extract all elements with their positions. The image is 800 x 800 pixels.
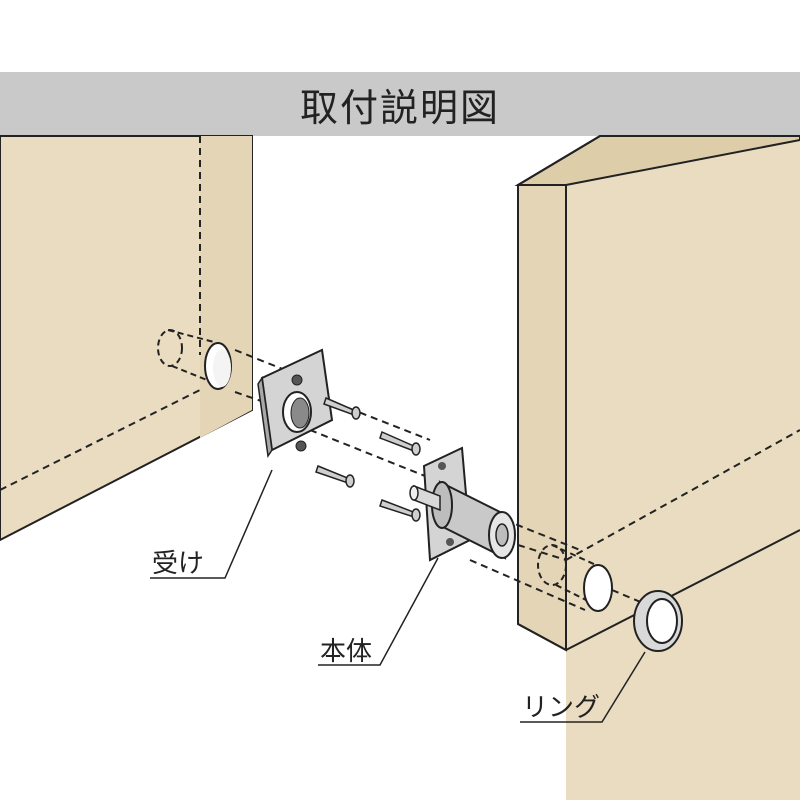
receiver-plate xyxy=(257,348,334,459)
label-body: 本体 xyxy=(320,637,372,667)
right-panel xyxy=(514,135,800,800)
title-bar: 取付説明図 xyxy=(0,72,800,136)
label-ring: リング xyxy=(522,693,600,723)
left-panel xyxy=(0,135,253,542)
screw-icon xyxy=(379,430,421,456)
ring xyxy=(633,590,683,652)
label-receiver: 受け xyxy=(152,549,204,579)
screws xyxy=(315,396,421,522)
main-body xyxy=(409,446,516,562)
screw-icon xyxy=(379,499,421,522)
screw-icon xyxy=(315,465,355,488)
page-title: 取付説明図 xyxy=(299,85,500,130)
screw-icon xyxy=(323,396,361,420)
leader-lines xyxy=(150,469,646,723)
